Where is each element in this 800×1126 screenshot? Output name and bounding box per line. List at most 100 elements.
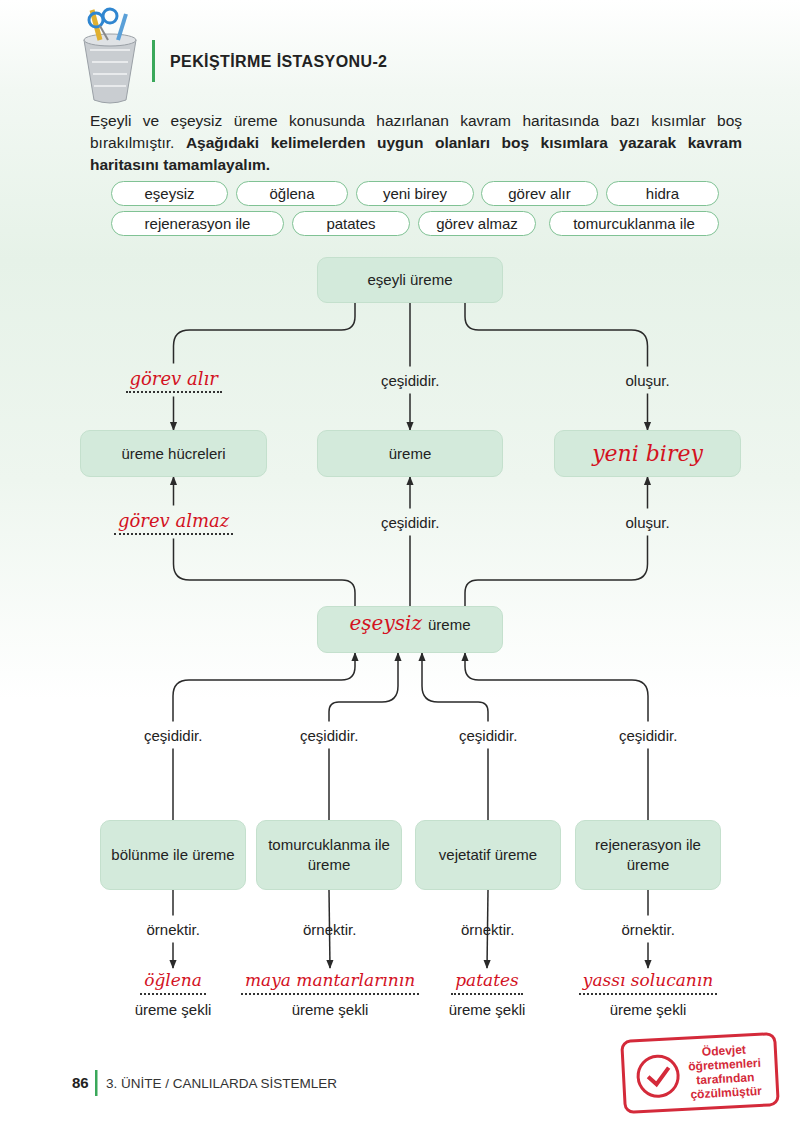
handwritten-edge-label: görev alır <box>126 368 222 393</box>
title-holder: PEKİŞTİRME İSTASYONU-2 <box>170 53 387 71</box>
handwritten-edge-label: görev almaz <box>114 510 233 535</box>
edge-label: oluşur. <box>626 371 670 390</box>
pencil-cup-icon <box>84 9 136 103</box>
handwritten-answer: patates <box>451 968 523 995</box>
node-text: görev almaz <box>436 215 518 233</box>
page-number-holder: 86 <box>72 1074 89 1091</box>
concept-box: bölünme ile üreme <box>100 820 246 890</box>
edge-label: çeşididir. <box>619 726 677 745</box>
node-text: eşeysiz <box>144 185 194 203</box>
edge-label: çeşididir. <box>381 513 439 532</box>
check-icon <box>632 1050 685 1103</box>
connector-line <box>422 653 488 722</box>
handwritten-answer: yeni birey <box>592 444 703 464</box>
edge-label: çeşididir. <box>459 726 517 745</box>
connector-line <box>409 303 411 367</box>
node-text: rejenerasyon ile <box>145 215 251 233</box>
page-number: 86 <box>72 1074 89 1091</box>
example-answer: patates üreme şekli <box>407 968 567 1026</box>
concept-box: vejetatif üreme <box>415 820 561 890</box>
word-bank-pill: görev alır <box>481 181 598 206</box>
connector-line <box>409 477 411 509</box>
word-bank-pill: rejenerasyon ile <box>111 211 284 236</box>
solved-stamp: Ödevjet öğretmenleri tarafından çözülmüş… <box>620 1032 780 1114</box>
concept-box: üreme hücreleri <box>80 430 267 477</box>
node-text: bölünme ile üreme <box>111 845 234 865</box>
node-text: üreme hücreleri <box>121 444 225 464</box>
connector-line <box>647 890 649 916</box>
node-text: rejenerasyon ile üreme <box>576 835 720 875</box>
concept-box: üreme <box>317 430 503 477</box>
connector-line <box>647 943 649 969</box>
node-text: üreme <box>389 444 432 464</box>
node-text: öğlena <box>269 185 314 203</box>
title-bar <box>152 40 155 82</box>
connector-line <box>647 477 649 509</box>
edge-label: oluşur. <box>626 513 670 532</box>
edge-label: örnektir. <box>622 920 675 939</box>
instruction-bold-text: Aşağıdaki kelimelerden uygun olanları bo… <box>90 134 742 173</box>
connector-line <box>172 890 174 916</box>
edge-label: örnektir. <box>147 920 200 939</box>
concept-box: eşeysizüreme <box>317 606 503 653</box>
connector-line <box>329 653 398 722</box>
node-text: vejetatif üreme <box>439 845 537 865</box>
concept-box: rejenerasyon ile üreme <box>575 820 721 890</box>
node-text: üreme şekli <box>135 1000 212 1019</box>
unit-title: 3. ÜNİTE / CANLILARDA SİSTEMLER <box>106 1076 337 1091</box>
connector-line <box>328 749 330 821</box>
node-text: üreme şekli <box>292 1000 369 1019</box>
connector-arrow <box>174 477 356 606</box>
connector-line <box>174 539 356 607</box>
edge-label: örnektir. <box>461 920 514 939</box>
connector-arrow <box>465 477 648 606</box>
node-text: üreme şekli <box>610 1000 687 1019</box>
connector-line <box>487 749 489 821</box>
edge-label: çeşididir. <box>144 726 202 745</box>
title-text: PEKİŞTİRME İSTASYONU-2 <box>170 53 387 70</box>
unit-footer-holder: 3. ÜNİTE / CANLILARDA SİSTEMLER <box>106 1076 337 1091</box>
connector-line <box>409 536 411 607</box>
stamp-text: Ödevjet öğretmenleri tarafından çözülmüş… <box>682 1042 769 1102</box>
connector-line <box>174 303 356 364</box>
word-bank-pill: eşeysiz <box>111 181 228 206</box>
node-text: tomurcuklanma ile <box>573 215 695 233</box>
connector-line <box>409 394 411 431</box>
example-answer: yassı solucanınüreme şekli <box>568 968 728 1026</box>
connector-line <box>465 653 648 722</box>
edge-label: örnektir. <box>303 920 356 939</box>
node-text: üreme <box>428 615 471 635</box>
connector-line <box>172 749 174 821</box>
word-bank-pill: öğlena <box>236 181 348 206</box>
word-bank-pill: yeni birey <box>356 181 474 206</box>
connector-line <box>647 749 649 821</box>
node-text: patates <box>326 215 375 233</box>
connector-line <box>465 303 648 367</box>
concept-box: tomurcuklanma ile üreme <box>256 820 402 890</box>
concept-box: eşeyli üreme <box>317 257 503 303</box>
node-text: yeni birey <box>383 185 447 203</box>
connector-line <box>173 397 175 431</box>
example-answer: maya mantarlarınınüreme şekli <box>250 968 410 1026</box>
connector-line <box>173 653 355 722</box>
connector-line <box>465 536 648 607</box>
example-answer: öğlenaüreme şekli <box>93 968 253 1026</box>
node-text: üreme şekli <box>449 1000 526 1019</box>
word-bank-pill: görev almaz <box>418 211 536 236</box>
word-bank-pill: patates <box>292 211 410 236</box>
footer-bar <box>95 1070 98 1096</box>
edge-label: çeşididir. <box>381 371 439 390</box>
node-text: görev alır <box>508 185 571 203</box>
connector-arrow <box>174 303 356 430</box>
connector-arrow <box>465 303 648 430</box>
connector-arrow <box>410 477 411 606</box>
connector-arrow <box>410 303 411 430</box>
instruction-paragraph: Eşeyli ve eşeysiz üreme konusunda hazırl… <box>90 110 742 176</box>
connector-line <box>647 394 649 431</box>
node-text: tomurcuklanma ile üreme <box>257 835 401 875</box>
handwritten-answer: maya mantarlarının <box>241 968 419 995</box>
edge-label: çeşididir. <box>300 726 358 745</box>
connector-line <box>173 477 175 506</box>
concept-box: yeni birey <box>554 430 741 477</box>
